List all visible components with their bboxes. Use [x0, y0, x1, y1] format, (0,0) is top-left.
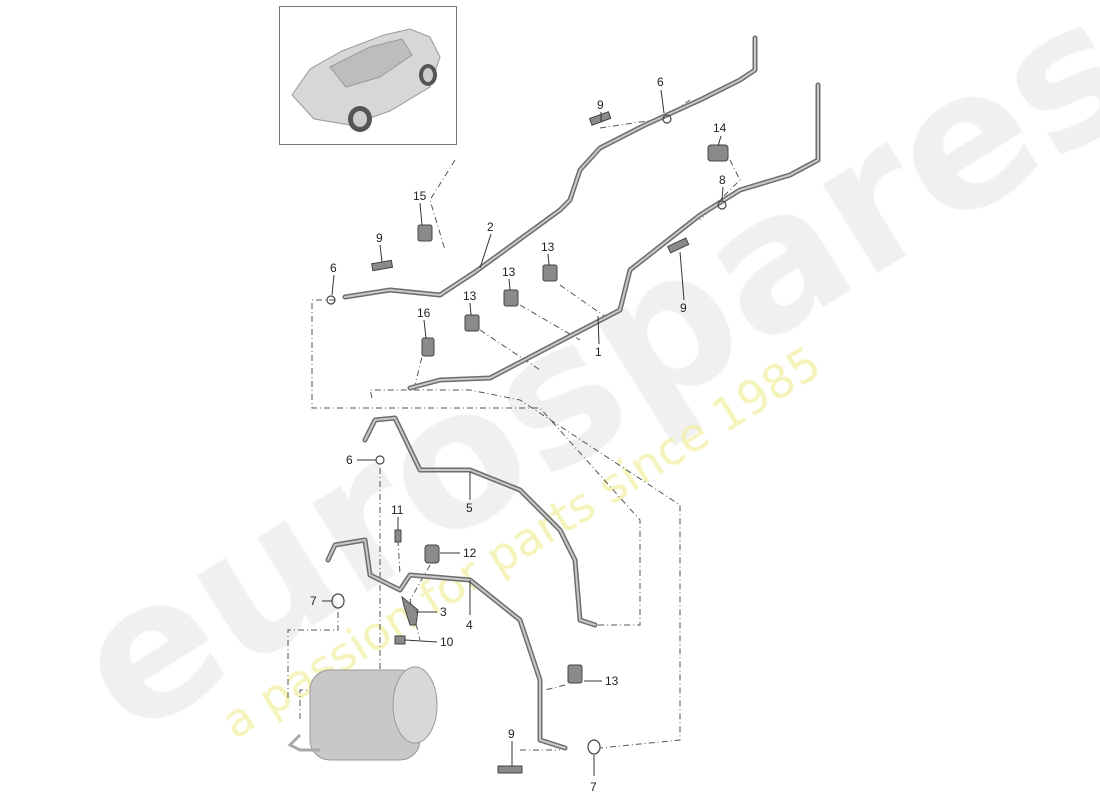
callout-7: 7 — [310, 594, 317, 608]
callout-9: 9 — [597, 98, 604, 112]
callout-11: 11 — [391, 503, 404, 517]
ac-compressor — [287, 666, 438, 761]
callout-13: 13 — [605, 674, 619, 688]
assembly-lines — [287, 99, 741, 751]
small-parts — [326, 111, 729, 774]
vehicle-thumbnail — [279, 6, 457, 145]
callout-6: 6 — [330, 261, 337, 275]
callouts: 9 6 14 8 15 2 9 13 6 13 13 9 16 1 6 5 11… — [310, 75, 727, 794]
callout-6: 6 — [346, 453, 353, 467]
callout-3: 3 — [440, 605, 447, 619]
callout-5: 5 — [466, 501, 473, 515]
callout-12: 12 — [463, 546, 477, 560]
callout-6: 6 — [657, 75, 664, 89]
callout-9: 9 — [376, 231, 383, 245]
callout-4: 4 — [466, 618, 473, 632]
pipe-2 — [342, 35, 758, 300]
callout-15: 15 — [413, 189, 427, 203]
callout-2: 2 — [487, 220, 494, 234]
hose-4 — [325, 537, 568, 751]
callout-7: 7 — [590, 780, 597, 794]
callout-14: 14 — [713, 121, 727, 135]
callout-16: 16 — [417, 306, 431, 320]
callout-13: 13 — [541, 240, 555, 254]
callout-9: 9 — [680, 301, 687, 315]
callout-1: 1 — [595, 345, 602, 359]
callout-9: 9 — [508, 727, 515, 741]
callout-13: 13 — [502, 265, 516, 279]
callout-13: 13 — [463, 289, 477, 303]
callout-10: 10 — [440, 635, 454, 649]
hose-5 — [362, 415, 598, 628]
callout-8: 8 — [719, 173, 726, 187]
leader-lines — [322, 89, 724, 776]
pipe-1 — [407, 82, 821, 391]
